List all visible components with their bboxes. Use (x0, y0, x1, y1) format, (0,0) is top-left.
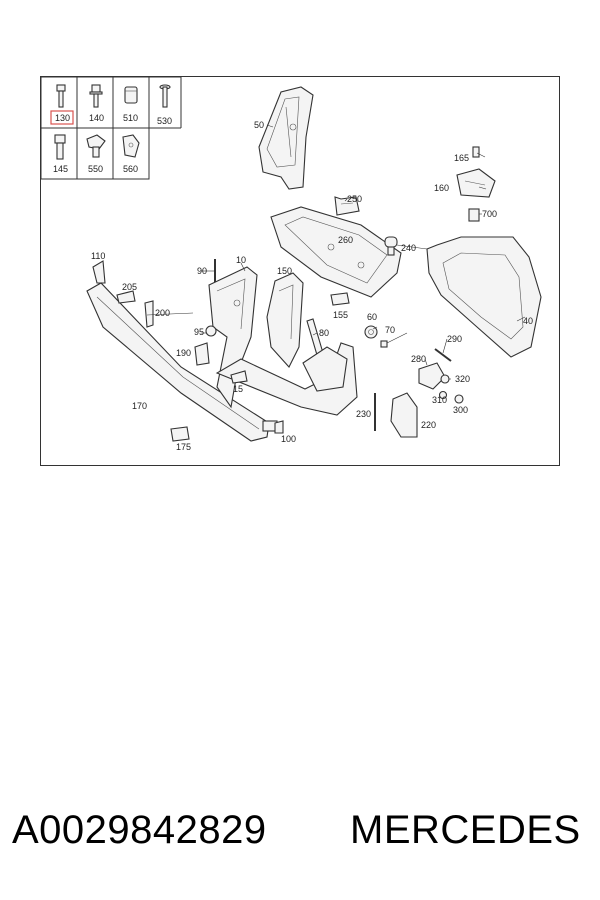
callout-95: 95 (194, 327, 204, 337)
clip-nut-icon (86, 134, 106, 158)
spring-clip-icon (122, 134, 140, 158)
callout-300: 300 (453, 405, 468, 415)
bolt-icon (56, 84, 66, 108)
legend-label-560: 560 (123, 164, 138, 174)
callout-160: 160 (434, 183, 449, 193)
callout-230: 230 (356, 409, 371, 419)
callout-280: 280 (411, 354, 426, 364)
callout-170: 170 (132, 401, 147, 411)
part-290-bolt (434, 348, 452, 362)
callout-320: 320 (455, 374, 470, 384)
callout-175: 175 (176, 442, 191, 452)
callout-250: 250 (347, 194, 362, 204)
highlight-box (50, 110, 74, 125)
part-240-bumper (384, 236, 398, 256)
part-205-clip (116, 290, 136, 304)
callout-90: 90 (197, 266, 207, 276)
part-175-clip (170, 426, 190, 442)
callout-15: 15 (233, 384, 243, 394)
callout-70: 70 (385, 325, 395, 335)
callout-80: 80 (319, 328, 329, 338)
legend-label-510: 510 (123, 113, 138, 123)
callout-155: 155 (333, 310, 348, 320)
part-150-support (266, 272, 304, 368)
callout-220: 220 (421, 420, 436, 430)
fastener-legend: 130 140 510 530 145 550 560 (41, 77, 182, 180)
part-70-screw (380, 340, 388, 348)
callout-110: 110 (91, 251, 105, 261)
part-310-washer (438, 390, 448, 400)
parts-diagram: 130 140 510 530 145 550 560 (40, 76, 560, 466)
callout-150: 150 (277, 266, 292, 276)
part-40-frame (426, 236, 542, 358)
part-280-mount (418, 362, 446, 390)
callout-10: 10 (236, 255, 246, 265)
callout-50: 50 (254, 120, 264, 130)
part-160-mount (456, 146, 496, 222)
part-260-cross-member (270, 206, 402, 298)
part-number-label: A0029842829 (12, 808, 267, 852)
flange-bolt-icon (89, 84, 103, 108)
part-15-clip (230, 370, 248, 384)
part-110-bracket (92, 260, 106, 284)
callout-labels: 50 165 160 700 250 260 240 110 90 10 150… (91, 120, 533, 452)
diagram-svg: 130 140 510 530 145 550 560 (41, 77, 542, 452)
legend-label-130: 130 (55, 113, 70, 123)
leader-lines (146, 124, 526, 380)
callout-260: 260 (338, 235, 353, 245)
sleeve-nut-icon (124, 86, 138, 104)
brand-label: MERCEDES (350, 808, 581, 852)
part-155-clip (330, 292, 350, 306)
legend-label-530: 530 (157, 116, 172, 126)
callout-165: 165 (454, 153, 469, 163)
part-50-strut (258, 86, 314, 190)
legend-label-145: 145 (53, 164, 68, 174)
callout-700: 700 (482, 209, 497, 219)
part-200-bracket (144, 300, 154, 328)
callout-310: 310 (432, 395, 447, 405)
callout-200: 200 (155, 308, 170, 318)
part-220-bracket (390, 392, 418, 438)
legend-label-550: 550 (88, 164, 103, 174)
legend-label-140: 140 (89, 113, 104, 123)
rivet-icon (159, 84, 171, 108)
part-100-clip (274, 420, 284, 434)
callout-40: 40 (523, 316, 533, 326)
lower-cross-member (215, 342, 358, 416)
callout-290: 290 (447, 334, 462, 344)
part-320-nut (440, 374, 450, 384)
callout-205: 205 (122, 282, 137, 292)
callout-60: 60 (367, 312, 377, 322)
callout-100: 100 (281, 434, 296, 444)
part-250-bracket (334, 196, 360, 216)
callout-240: 240 (401, 243, 416, 253)
part-190-bracket (194, 342, 210, 366)
part-60-grommet (364, 325, 378, 339)
callout-190: 190 (176, 348, 191, 358)
hex-bolt-icon (54, 134, 66, 160)
part-95-nut (205, 325, 217, 337)
part-170-bumper-beam (86, 282, 278, 442)
part-300-nut (454, 394, 464, 404)
